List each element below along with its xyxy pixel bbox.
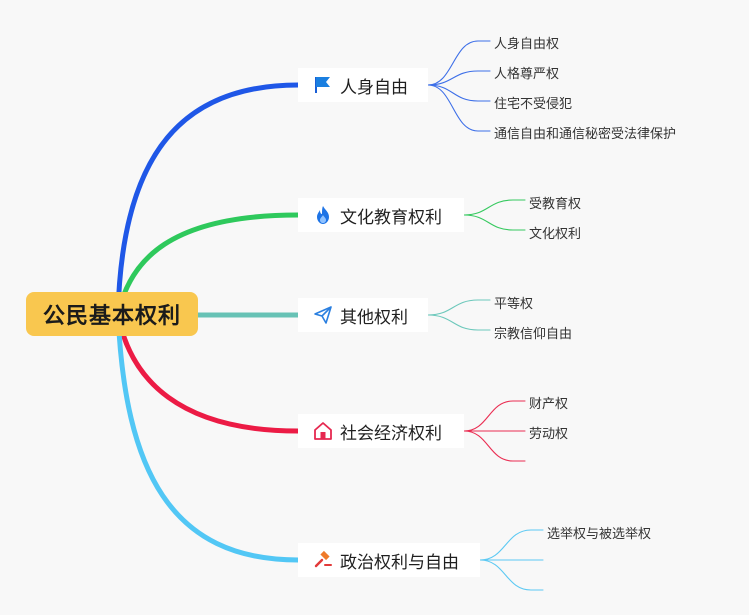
leaf-connector-0-1 — [427, 70, 491, 86]
branch-node-socioeconomic-rights[interactable]: 社会经济权利 — [298, 414, 464, 448]
leaf-property-right[interactable]: 财产权 — [529, 397, 569, 412]
main-connector-4 — [115, 311, 301, 563]
leaf-connector-3-2 — [463, 430, 526, 462]
leaf-home-inviolability[interactable]: 住宅不受侵犯 — [494, 97, 573, 112]
branch-label: 人身自由 — [340, 77, 408, 98]
leaf-connector-4-0 — [479, 529, 544, 561]
leaf-cultural-rights[interactable]: 文化权利 — [529, 227, 582, 242]
flag-icon — [312, 74, 334, 96]
leaf-personal-dignity[interactable]: 人格尊严权 — [494, 67, 560, 82]
branch-label: 政治权利与自由 — [340, 552, 459, 573]
main-connector-3 — [115, 311, 301, 434]
main-connector-0 — [115, 82, 301, 317]
leaf-connector-1-0 — [463, 199, 526, 216]
leaf-personal-liberty[interactable]: 人身自由权 — [494, 37, 560, 52]
home-icon — [312, 420, 334, 442]
leaf-equality-right[interactable]: 平等权 — [494, 297, 534, 312]
leaf-connector-0-2 — [427, 84, 491, 102]
fire-icon — [312, 204, 334, 226]
branch-node-culture-education[interactable]: 文化教育权利 — [298, 198, 464, 232]
branch-node-personal-freedom[interactable]: 人身自由 — [298, 68, 428, 102]
leaf-connector-0-3 — [427, 84, 491, 132]
leaf-connector-0-0 — [427, 40, 491, 86]
leaf-correspondence-freedom[interactable]: 通信自由和通信秘密受法律保护 — [494, 127, 677, 142]
branch-node-other-rights[interactable]: 其他权利 — [298, 298, 428, 332]
paper-plane-icon — [312, 304, 334, 326]
leaf-labor-right[interactable]: 劳动权 — [529, 427, 569, 442]
leaf-right-to-education[interactable]: 受教育权 — [529, 197, 582, 212]
root-label: 公民基本权利 — [42, 304, 181, 329]
branch-label: 文化教育权利 — [340, 207, 442, 228]
leaf-connector-3-0 — [463, 400, 526, 432]
root-node[interactable]: 公民基本权利 — [26, 292, 198, 336]
gavel-icon — [312, 549, 334, 571]
leaf-electoral-rights[interactable]: 选举权与被选举权 — [547, 527, 652, 542]
leaf-connector-2-0 — [427, 299, 491, 316]
leaf-religious-freedom[interactable]: 宗教信仰自由 — [494, 327, 573, 342]
leaf-connector-1-1 — [463, 214, 526, 231]
branch-label: 社会经济权利 — [340, 423, 442, 444]
branch-node-political-rights[interactable]: 政治权利与自由 — [298, 543, 480, 577]
leaf-connector-4-2 — [479, 559, 544, 591]
leaf-connector-2-1 — [427, 314, 491, 331]
branch-label: 其他权利 — [340, 307, 408, 328]
